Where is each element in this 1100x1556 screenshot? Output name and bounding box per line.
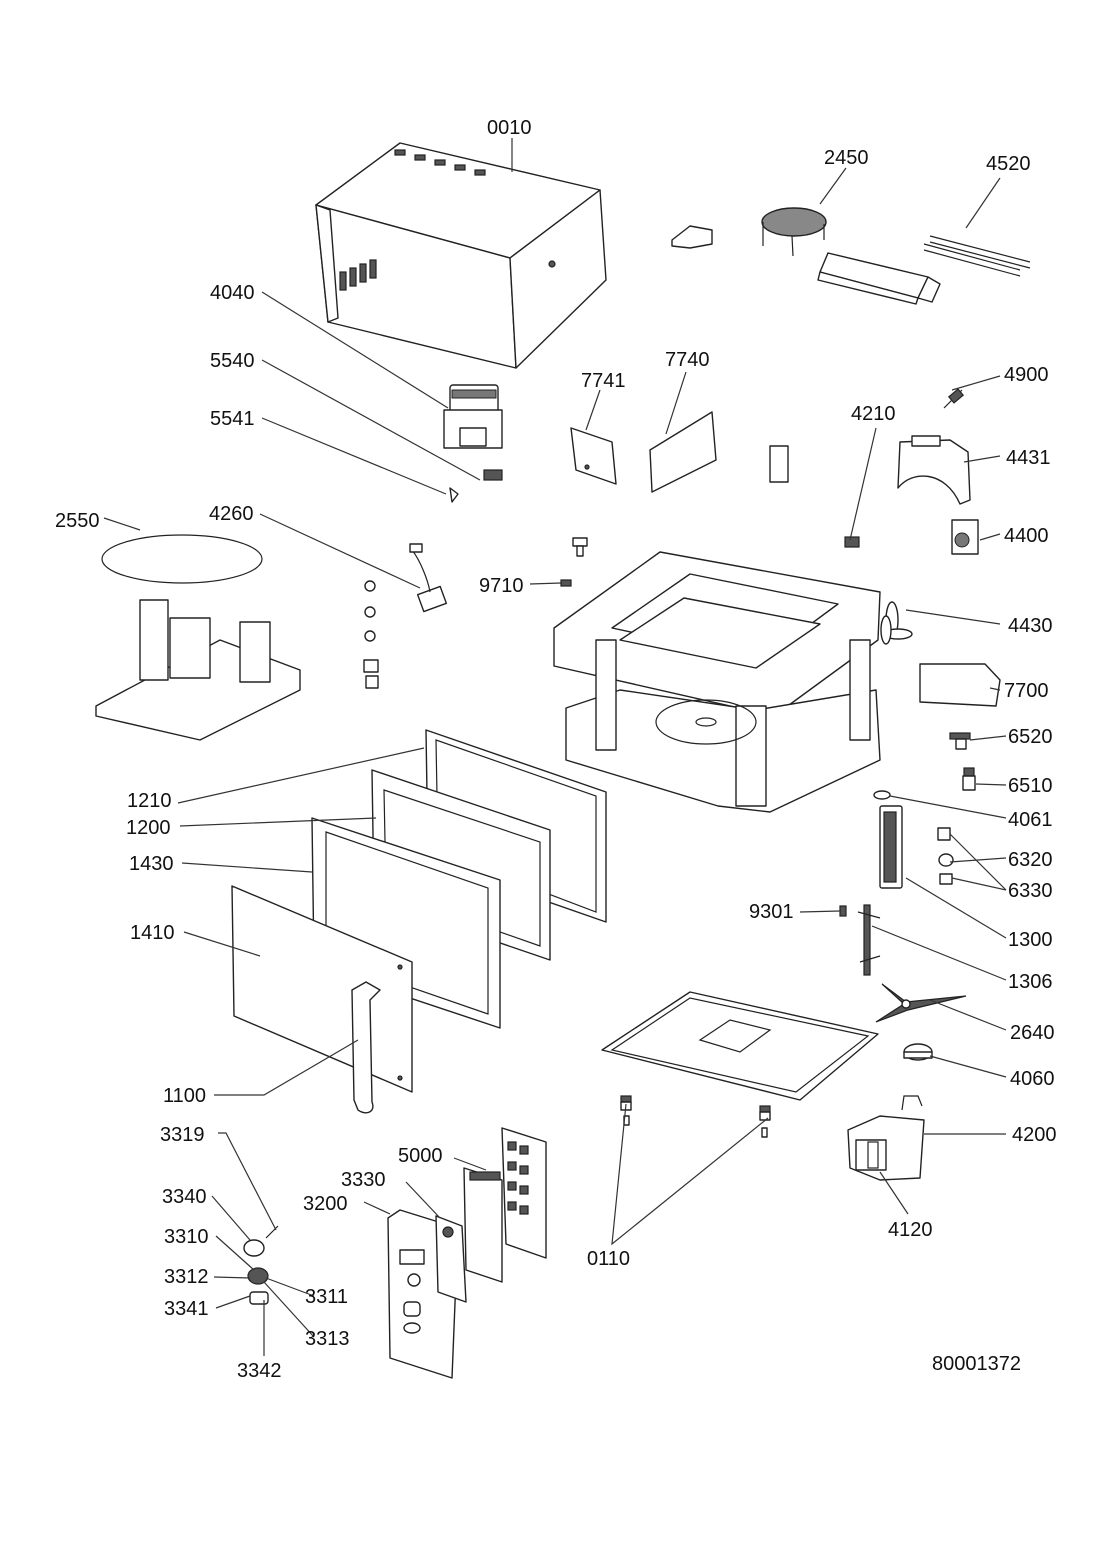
label-6320: 6320	[1008, 849, 1053, 871]
label-3341: 3341	[164, 1298, 209, 1320]
label-4061: 4061	[1008, 809, 1053, 831]
air-guide	[919, 663, 1001, 707]
hv-capacitor-assembly	[363, 543, 448, 689]
latch-holder	[879, 805, 903, 889]
fuse	[844, 536, 860, 548]
washer	[873, 790, 891, 800]
label-3200: 3200	[303, 1193, 348, 1215]
label-4400: 4400	[1004, 525, 1049, 547]
fan-duct	[897, 435, 971, 505]
fan-blade	[880, 601, 913, 645]
document-number: 80001372	[932, 1353, 1021, 1375]
knob-ring	[247, 1267, 269, 1285]
oven-cavity	[553, 551, 881, 813]
grill-rack	[761, 207, 827, 257]
label-5000: 5000	[398, 1145, 443, 1167]
label-3312: 3312	[164, 1266, 209, 1288]
turntable-support	[875, 983, 967, 1023]
label-1100: 1100	[163, 1085, 206, 1107]
label-2640: 2640	[1010, 1022, 1055, 1044]
microswitch-a	[937, 827, 951, 841]
leader-lines	[103, 138, 1007, 1356]
label-4430: 4430	[1008, 615, 1053, 637]
label-3342: 3342	[237, 1360, 282, 1382]
hv-transformer	[847, 1115, 925, 1181]
label-3311: 3311	[305, 1286, 348, 1308]
screw	[560, 537, 588, 587]
small-bracket	[671, 225, 713, 249]
knob-screw	[265, 1225, 279, 1239]
fan-motor	[951, 519, 979, 555]
label-9301: 9301	[749, 901, 794, 923]
label-4520: 4520	[986, 153, 1031, 175]
label-1300: 1300	[1008, 929, 1053, 951]
roller	[962, 767, 976, 791]
label-6330: 6330	[1008, 880, 1053, 902]
part-labels: 0010 2450 4520 4040 5540 5541 7741 7740 …	[55, 117, 1057, 1382]
label-6520: 6520	[1008, 726, 1053, 748]
label-0110: 0110	[587, 1248, 630, 1270]
thermostat-clip	[449, 487, 459, 503]
button-a	[249, 1291, 269, 1305]
label-0010: 0010	[487, 117, 532, 139]
base-plate	[601, 991, 879, 1101]
turntable-motor	[903, 1043, 933, 1061]
label-1410: 1410	[130, 922, 175, 944]
label-5541: 5541	[210, 408, 255, 430]
label-4060: 4060	[1010, 1068, 1055, 1090]
mica-plate-small	[570, 427, 617, 485]
label-1430: 1430	[129, 853, 174, 875]
label-7741: 7741	[581, 370, 626, 392]
label-4900: 4900	[1004, 364, 1049, 386]
label-6510: 6510	[1008, 775, 1053, 797]
label-5540: 5540	[210, 350, 255, 372]
outer-casing	[315, 142, 607, 369]
label-7740: 7740	[665, 349, 710, 371]
thermal-protector	[483, 469, 503, 481]
label-7700: 7700	[1004, 680, 1049, 702]
label-1210: 1210	[127, 790, 172, 812]
label-4260: 4260	[209, 503, 254, 525]
heating-element	[923, 235, 1031, 277]
control-frame	[501, 1127, 547, 1259]
label-3310: 3310	[164, 1226, 209, 1248]
microswitch-b	[938, 853, 954, 885]
label-4040: 4040	[210, 282, 255, 304]
grill-heater-housing	[817, 252, 941, 305]
spring	[839, 905, 847, 917]
small-cover	[769, 445, 789, 483]
door-handle	[351, 981, 381, 1114]
label-3340: 3340	[162, 1186, 207, 1208]
hv-transformer-bracket	[901, 1095, 923, 1111]
label-1306: 1306	[1008, 971, 1053, 993]
lamp	[943, 388, 965, 409]
label-1200: 1200	[126, 817, 171, 839]
label-9710: 9710	[479, 575, 524, 597]
turntable-ring	[101, 534, 263, 584]
label-3319: 3319	[160, 1124, 205, 1146]
encoder	[435, 1215, 467, 1303]
base-frame	[95, 599, 301, 741]
mica-plate-large	[649, 411, 717, 493]
label-4120: 4120	[888, 1219, 933, 1241]
foot	[620, 1095, 771, 1138]
label-2450: 2450	[824, 147, 869, 169]
coupler	[949, 732, 971, 750]
label-4200: 4200	[1012, 1124, 1057, 1146]
door-hook	[857, 904, 881, 976]
label-3313: 3313	[305, 1328, 350, 1350]
label-2550: 2550	[55, 510, 100, 532]
magnetron	[443, 384, 503, 449]
knob	[243, 1239, 265, 1257]
label-4431: 4431	[1006, 447, 1051, 469]
control-board	[463, 1167, 503, 1283]
label-4210: 4210	[851, 403, 896, 425]
label-3330: 3330	[341, 1169, 386, 1191]
